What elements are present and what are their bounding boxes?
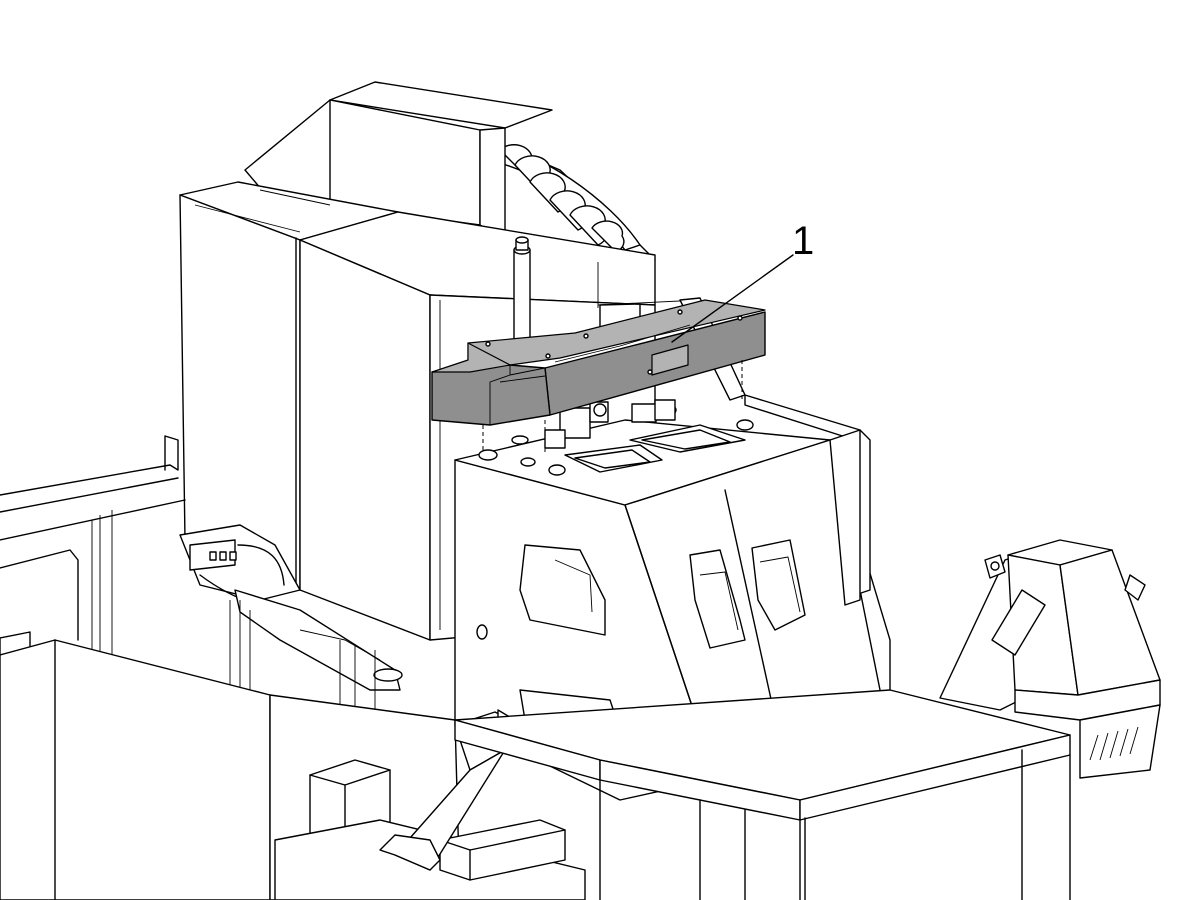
vertical-rod [513, 236, 531, 346]
chip-conveyor [939, 539, 1161, 779]
cable-carrier [179, 524, 403, 691]
cover-bracket-part [431, 299, 766, 426]
placement-guides [482, 360, 743, 455]
callout-1: 1 [671, 219, 814, 343]
callout-label: 1 [792, 219, 814, 263]
table-frame [454, 689, 1071, 900]
left-enclosure-column [179, 181, 399, 591]
valve-assembly [511, 399, 676, 449]
callout-leader-line [671, 254, 794, 343]
left-rails [0, 435, 376, 720]
